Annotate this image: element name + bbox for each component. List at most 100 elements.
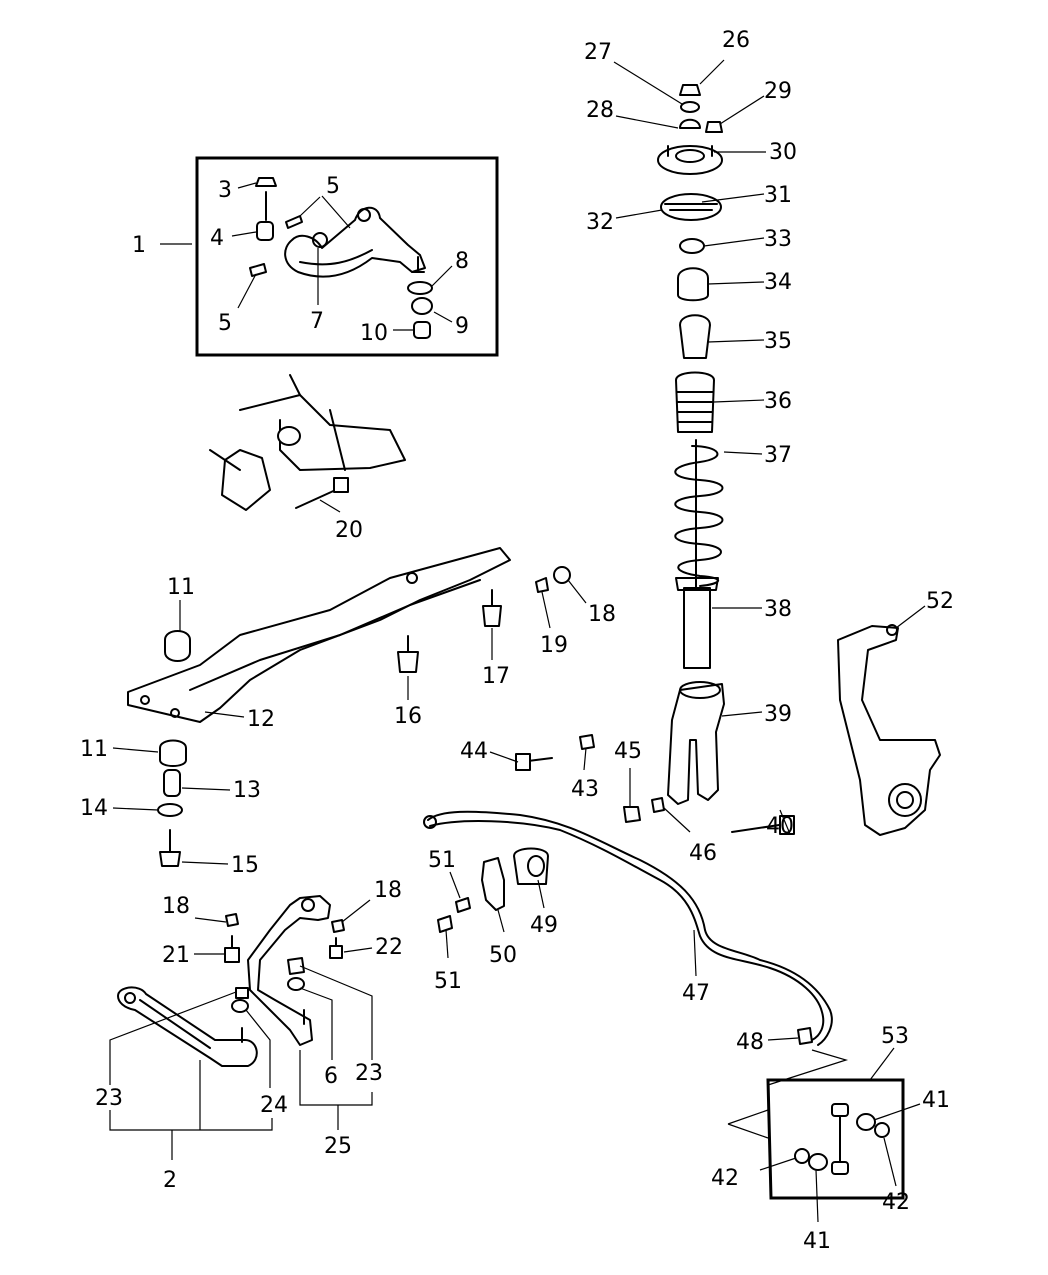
leader-43	[583, 747, 587, 771]
leader-14	[112, 807, 159, 811]
leader-42a	[759, 1157, 797, 1171]
leader-27	[613, 61, 683, 105]
callout-51-upper: 51	[428, 848, 456, 873]
callout-18-left: 18	[162, 894, 190, 919]
leader-11b	[112, 747, 159, 753]
knuckle-hub-bore	[888, 783, 922, 817]
link-kit-group	[727, 1049, 905, 1200]
bushing-4	[256, 221, 274, 241]
callout-14: 14	[80, 796, 108, 821]
callout-42-left: 42	[711, 1166, 739, 1191]
leader-28	[615, 115, 679, 129]
upper-arm-kit-group	[160, 156, 499, 357]
callout-4: 4	[210, 226, 224, 251]
leader-37	[723, 451, 763, 455]
bolt-22-head	[329, 945, 343, 959]
callout-23-right: 23	[355, 1061, 383, 1086]
nut-29	[705, 121, 723, 133]
leader-18a	[194, 917, 227, 923]
washer-27	[680, 101, 700, 113]
callout-22: 22	[375, 935, 403, 960]
crossmember-rib	[189, 579, 481, 691]
callout-32: 32	[586, 210, 614, 235]
callout-40: 40	[766, 814, 794, 839]
spring-seat-ribs	[664, 203, 718, 211]
leader-51a	[449, 871, 461, 899]
bolt-40-head	[779, 815, 795, 835]
callout-41-bottom: 41	[803, 1229, 831, 1254]
leader-47	[693, 929, 697, 977]
callout-16: 16	[394, 704, 422, 729]
lower-arm-group	[117, 895, 345, 1067]
leader-20	[319, 499, 341, 513]
leader-44	[489, 751, 519, 763]
bushing-28	[679, 118, 701, 129]
callout-38: 38	[764, 597, 792, 622]
leader-18c	[567, 579, 587, 604]
nut-45	[623, 806, 641, 823]
bolt-40-shank	[731, 823, 787, 833]
link-upper-end	[831, 1103, 849, 1117]
leader-9	[433, 311, 453, 323]
bolt-5-upper	[285, 215, 303, 229]
callout-26: 26	[722, 28, 750, 53]
boot-ribs	[676, 391, 714, 423]
knuckle-upper-eye	[886, 624, 898, 636]
leader-48	[767, 1037, 799, 1041]
link-kit-pointer-2	[767, 1049, 849, 1086]
leader-52	[895, 605, 926, 629]
bolt-15-head	[159, 851, 181, 867]
strut-arm-25	[247, 895, 331, 1046]
leader-5a	[299, 195, 351, 229]
callout-48: 48	[736, 1030, 764, 1055]
callout-51-lower: 51	[434, 969, 462, 994]
callout-11-lower: 11	[80, 737, 108, 762]
callout-25: 25	[324, 1134, 352, 1159]
insulator-11-upper	[164, 630, 191, 662]
bump-stop-35	[679, 314, 711, 359]
callout-20: 20	[335, 518, 363, 543]
crossmember-hole-3	[406, 572, 418, 584]
callout-37: 37	[764, 443, 792, 468]
fork-39	[667, 683, 725, 805]
nut-19	[535, 577, 549, 593]
callout-34: 34	[764, 270, 792, 295]
washer-42-lower	[794, 1148, 810, 1164]
knuckle-hub-inner	[896, 791, 914, 809]
fork-group	[515, 681, 795, 835]
leader-5b	[237, 273, 257, 309]
bushing-23-right	[287, 957, 305, 975]
nut-46	[651, 797, 665, 813]
strut-assembly-group	[657, 84, 724, 669]
nut-18-right	[331, 919, 345, 933]
leader-49	[537, 879, 545, 909]
crossmember	[127, 547, 511, 723]
callout-5-upper: 5	[326, 174, 340, 199]
leader-36	[713, 399, 765, 403]
insulator-11-lower	[159, 739, 187, 767]
leader-3	[237, 182, 257, 189]
ball-joint-stud	[411, 256, 425, 273]
leader-26	[699, 59, 725, 85]
leader-22	[343, 947, 373, 953]
leader-18b	[341, 899, 371, 923]
callout-7: 7	[310, 309, 324, 334]
upper-arm-bushing	[312, 232, 328, 248]
nut-48	[797, 1027, 813, 1045]
stabilizer-bar-edge	[429, 820, 825, 1041]
steering-knuckle-52	[837, 625, 941, 836]
callout-29: 29	[764, 79, 792, 104]
washer-42-upper	[874, 1122, 890, 1138]
callout-18-top: 18	[588, 602, 616, 627]
nut-18-left	[225, 913, 239, 927]
callout-9: 9	[455, 314, 469, 339]
bushing-41-upper	[856, 1113, 876, 1131]
callout-labels: 1 2 3 4 5 5 6 7 8 9 10 11 11 12 13 14 15…	[80, 28, 954, 1254]
bolt-20-head	[333, 477, 349, 493]
callout-10: 10	[360, 321, 388, 346]
fork-top-ring	[679, 681, 721, 699]
crossmember-hole-1	[140, 695, 150, 705]
bolt-44-head	[515, 753, 531, 771]
upper-control-arm	[284, 206, 426, 278]
